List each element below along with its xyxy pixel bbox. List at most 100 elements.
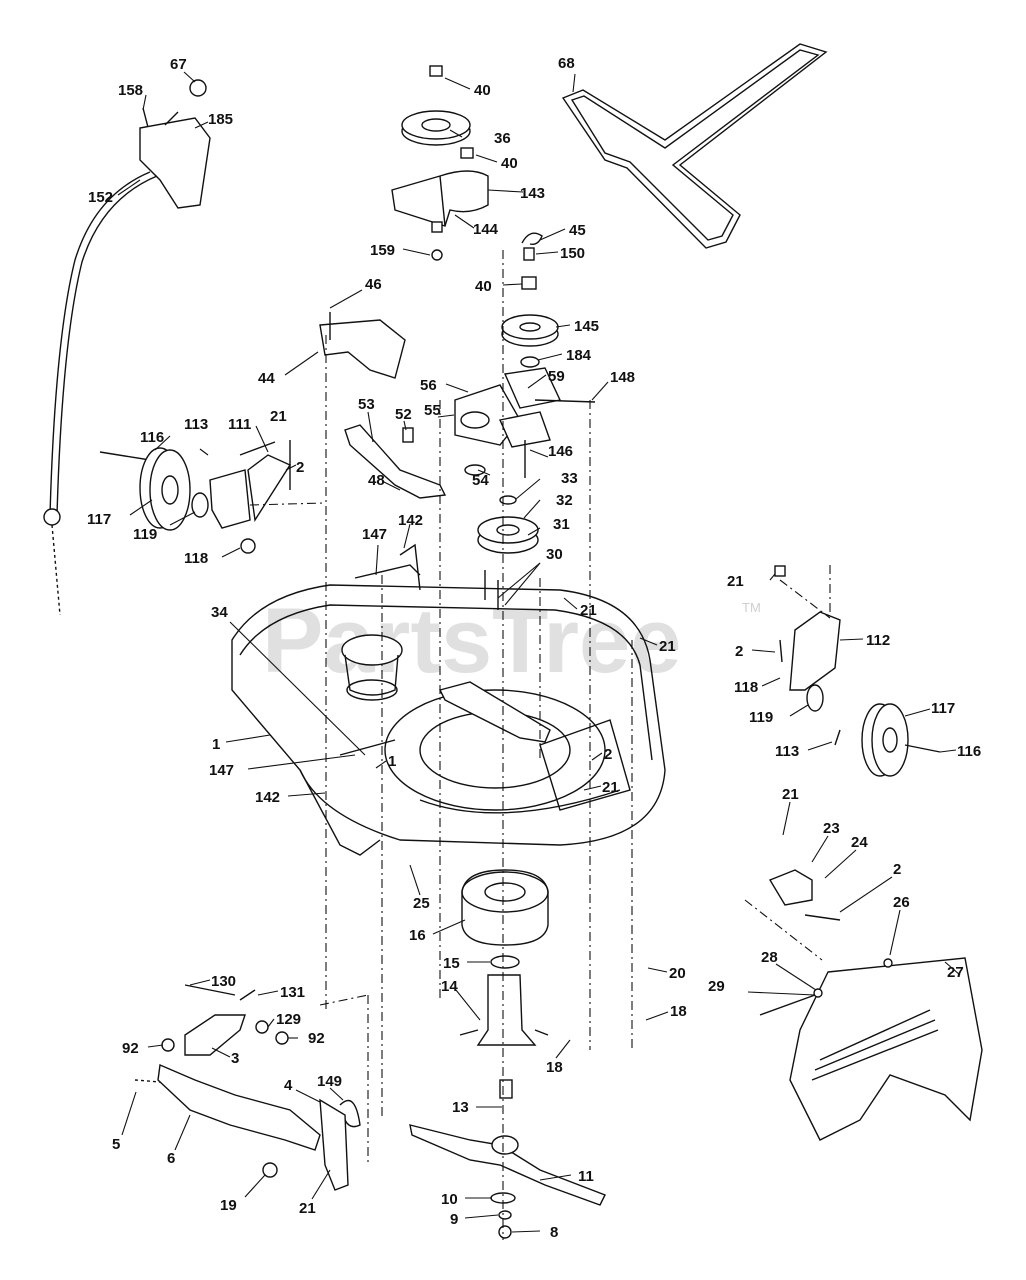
callout-119-left: 119: [133, 526, 157, 543]
callout-2-c: 2: [604, 746, 612, 763]
callout-21-c: 21: [580, 602, 597, 619]
callout-130: 130: [211, 973, 236, 990]
callout-36: 36: [494, 130, 511, 147]
callout-23: 23: [823, 820, 840, 837]
callout-147-mid: 147: [209, 762, 234, 779]
callout-26: 26: [893, 894, 910, 911]
callout-21-b: 21: [727, 573, 744, 590]
callout-152: 152: [88, 189, 113, 206]
callout-2-d: 25: [413, 895, 430, 912]
callout-118-right: 118: [734, 679, 758, 696]
watermark-trademark: TM: [742, 600, 761, 615]
callout-labels: 67 158 185 152 40 36 40 143 144 159 45 1…: [87, 55, 981, 1241]
drive-belt: [561, 43, 828, 249]
callout-113-left: 113: [184, 416, 208, 433]
right-gauge-wheel: [774, 565, 941, 777]
callout-67: 67: [170, 56, 187, 73]
callout-147-top: 147: [362, 526, 387, 543]
callout-16: 16: [409, 927, 426, 944]
callout-24: 24: [851, 834, 868, 851]
callout-52: 52: [395, 406, 412, 423]
callout-146: 146: [548, 443, 573, 460]
callout-21-a: 21: [270, 408, 287, 425]
callout-148: 148: [610, 369, 635, 386]
callout-15: 15: [443, 955, 460, 972]
callout-68: 68: [558, 55, 575, 72]
callout-40-top: 40: [474, 82, 491, 99]
callout-59: 59: [548, 368, 565, 385]
callout-33: 33: [561, 470, 578, 487]
callout-40-low: 40: [475, 278, 492, 295]
callout-48: 48: [368, 472, 385, 489]
callout-53: 53: [358, 396, 375, 413]
callout-56: 56: [420, 377, 437, 394]
callout-150: 150: [560, 245, 585, 262]
callout-25: 2: [893, 861, 901, 878]
left-gauge-wheel: [99, 440, 292, 554]
callout-116-right: 116: [957, 743, 981, 760]
callout-116-left: 116: [140, 429, 164, 446]
callout-55: 55: [424, 402, 441, 419]
callout-8: 8: [550, 1224, 558, 1241]
callout-29: 29: [708, 978, 725, 995]
idler-stack: [454, 232, 596, 610]
callout-117-right: 117: [931, 700, 955, 717]
idler-assembly: [391, 65, 489, 261]
callout-20: 20: [669, 965, 686, 982]
callout-34: 34: [211, 604, 228, 621]
callout-14: 14: [441, 978, 458, 995]
callout-21-d: 21: [659, 638, 676, 655]
watermark-text: PartsTree: [262, 590, 681, 692]
callout-92-left: 92: [122, 1040, 139, 1057]
callout-142-mid: 142: [255, 789, 280, 806]
discharge-chute: [759, 869, 983, 1141]
callout-21-g: 21: [299, 1200, 316, 1217]
callout-159: 159: [370, 242, 395, 259]
callout-21-f: 21: [782, 786, 799, 803]
callout-149: 149: [317, 1073, 342, 1090]
lift-cable: [43, 79, 211, 616]
assembly-lines: [249, 250, 831, 1240]
callout-111: 111: [228, 416, 251, 433]
callout-45: 45: [569, 222, 586, 239]
callout-54: 54: [472, 472, 489, 489]
callout-6: 6: [167, 1150, 175, 1167]
spindle-assembly: [409, 869, 606, 1239]
callout-2-b: 2: [735, 643, 743, 660]
callout-119-right: 119: [749, 709, 773, 726]
callout-10: 10: [441, 1191, 458, 1208]
callout-184: 184: [566, 347, 592, 364]
callout-131: 131: [280, 984, 305, 1001]
callout-31: 31: [553, 516, 570, 533]
callout-44: 44: [258, 370, 275, 387]
callout-113-right: 113: [775, 743, 799, 760]
callout-3: 3: [231, 1050, 239, 1067]
callout-19: 19: [220, 1197, 237, 1214]
callout-1-left: 1: [212, 736, 220, 753]
callout-142-top: 142: [398, 512, 423, 529]
callout-92-right: 92: [308, 1030, 325, 1047]
callout-40-mid: 40: [501, 155, 518, 172]
callout-21-e: 21: [602, 779, 619, 796]
callout-11: 11: [578, 1168, 594, 1185]
callout-13: 13: [452, 1099, 469, 1116]
callout-30: 30: [546, 546, 563, 563]
leader-lines: [117, 71, 961, 1233]
upper-left-parts: [319, 312, 447, 756]
callout-2-a: 2: [296, 459, 304, 476]
callout-1-mid: 1: [388, 753, 396, 770]
callout-27: 27: [947, 964, 964, 981]
callout-18-right: 18: [670, 1003, 687, 1020]
callout-117-left: 117: [87, 511, 111, 528]
callout-46: 46: [365, 276, 382, 293]
front-hanger: [134, 984, 361, 1191]
callout-4: 4: [284, 1077, 293, 1094]
callout-18-center: 18: [546, 1059, 563, 1076]
callout-129: 129: [276, 1011, 301, 1028]
callout-32: 32: [556, 492, 573, 509]
callout-143: 143: [520, 185, 545, 202]
callout-9: 9: [450, 1211, 458, 1228]
callout-112: 112: [866, 632, 890, 649]
callout-145: 145: [574, 318, 599, 335]
